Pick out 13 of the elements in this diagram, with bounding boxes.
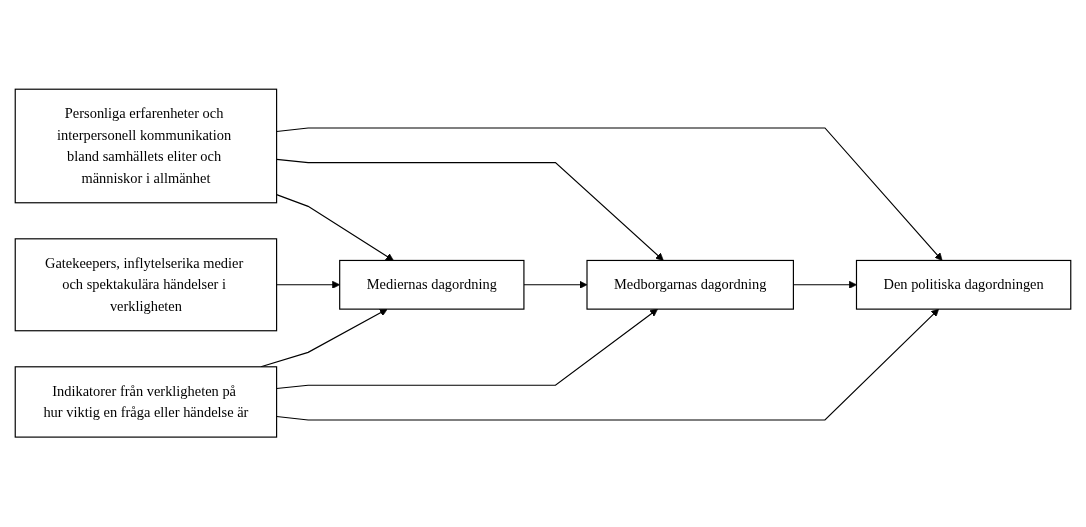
arrow [276,309,939,421]
arrow [523,281,588,290]
arrow [276,194,394,262]
node-box: Personliga erfarenheter och interpersonell kommunikation bland samhällets eliter och människor i allmänhet [14,88,278,204]
arrow [276,159,664,262]
node-box: Den politiska dagordningen [855,260,1072,311]
arrow [260,309,388,368]
node-box: Mediernas dagordning [339,260,525,311]
arrow [276,309,658,390]
node-box: Medborgarnas dagordning [586,260,794,311]
arrow [276,127,943,262]
node-box: Indikatorer från verkligheten på hur viktig en fråga eller händelse är [14,366,278,439]
node-box: Gatekeepers, inflytelserika medier och spektakulära händelser i verkligheten [14,238,278,332]
